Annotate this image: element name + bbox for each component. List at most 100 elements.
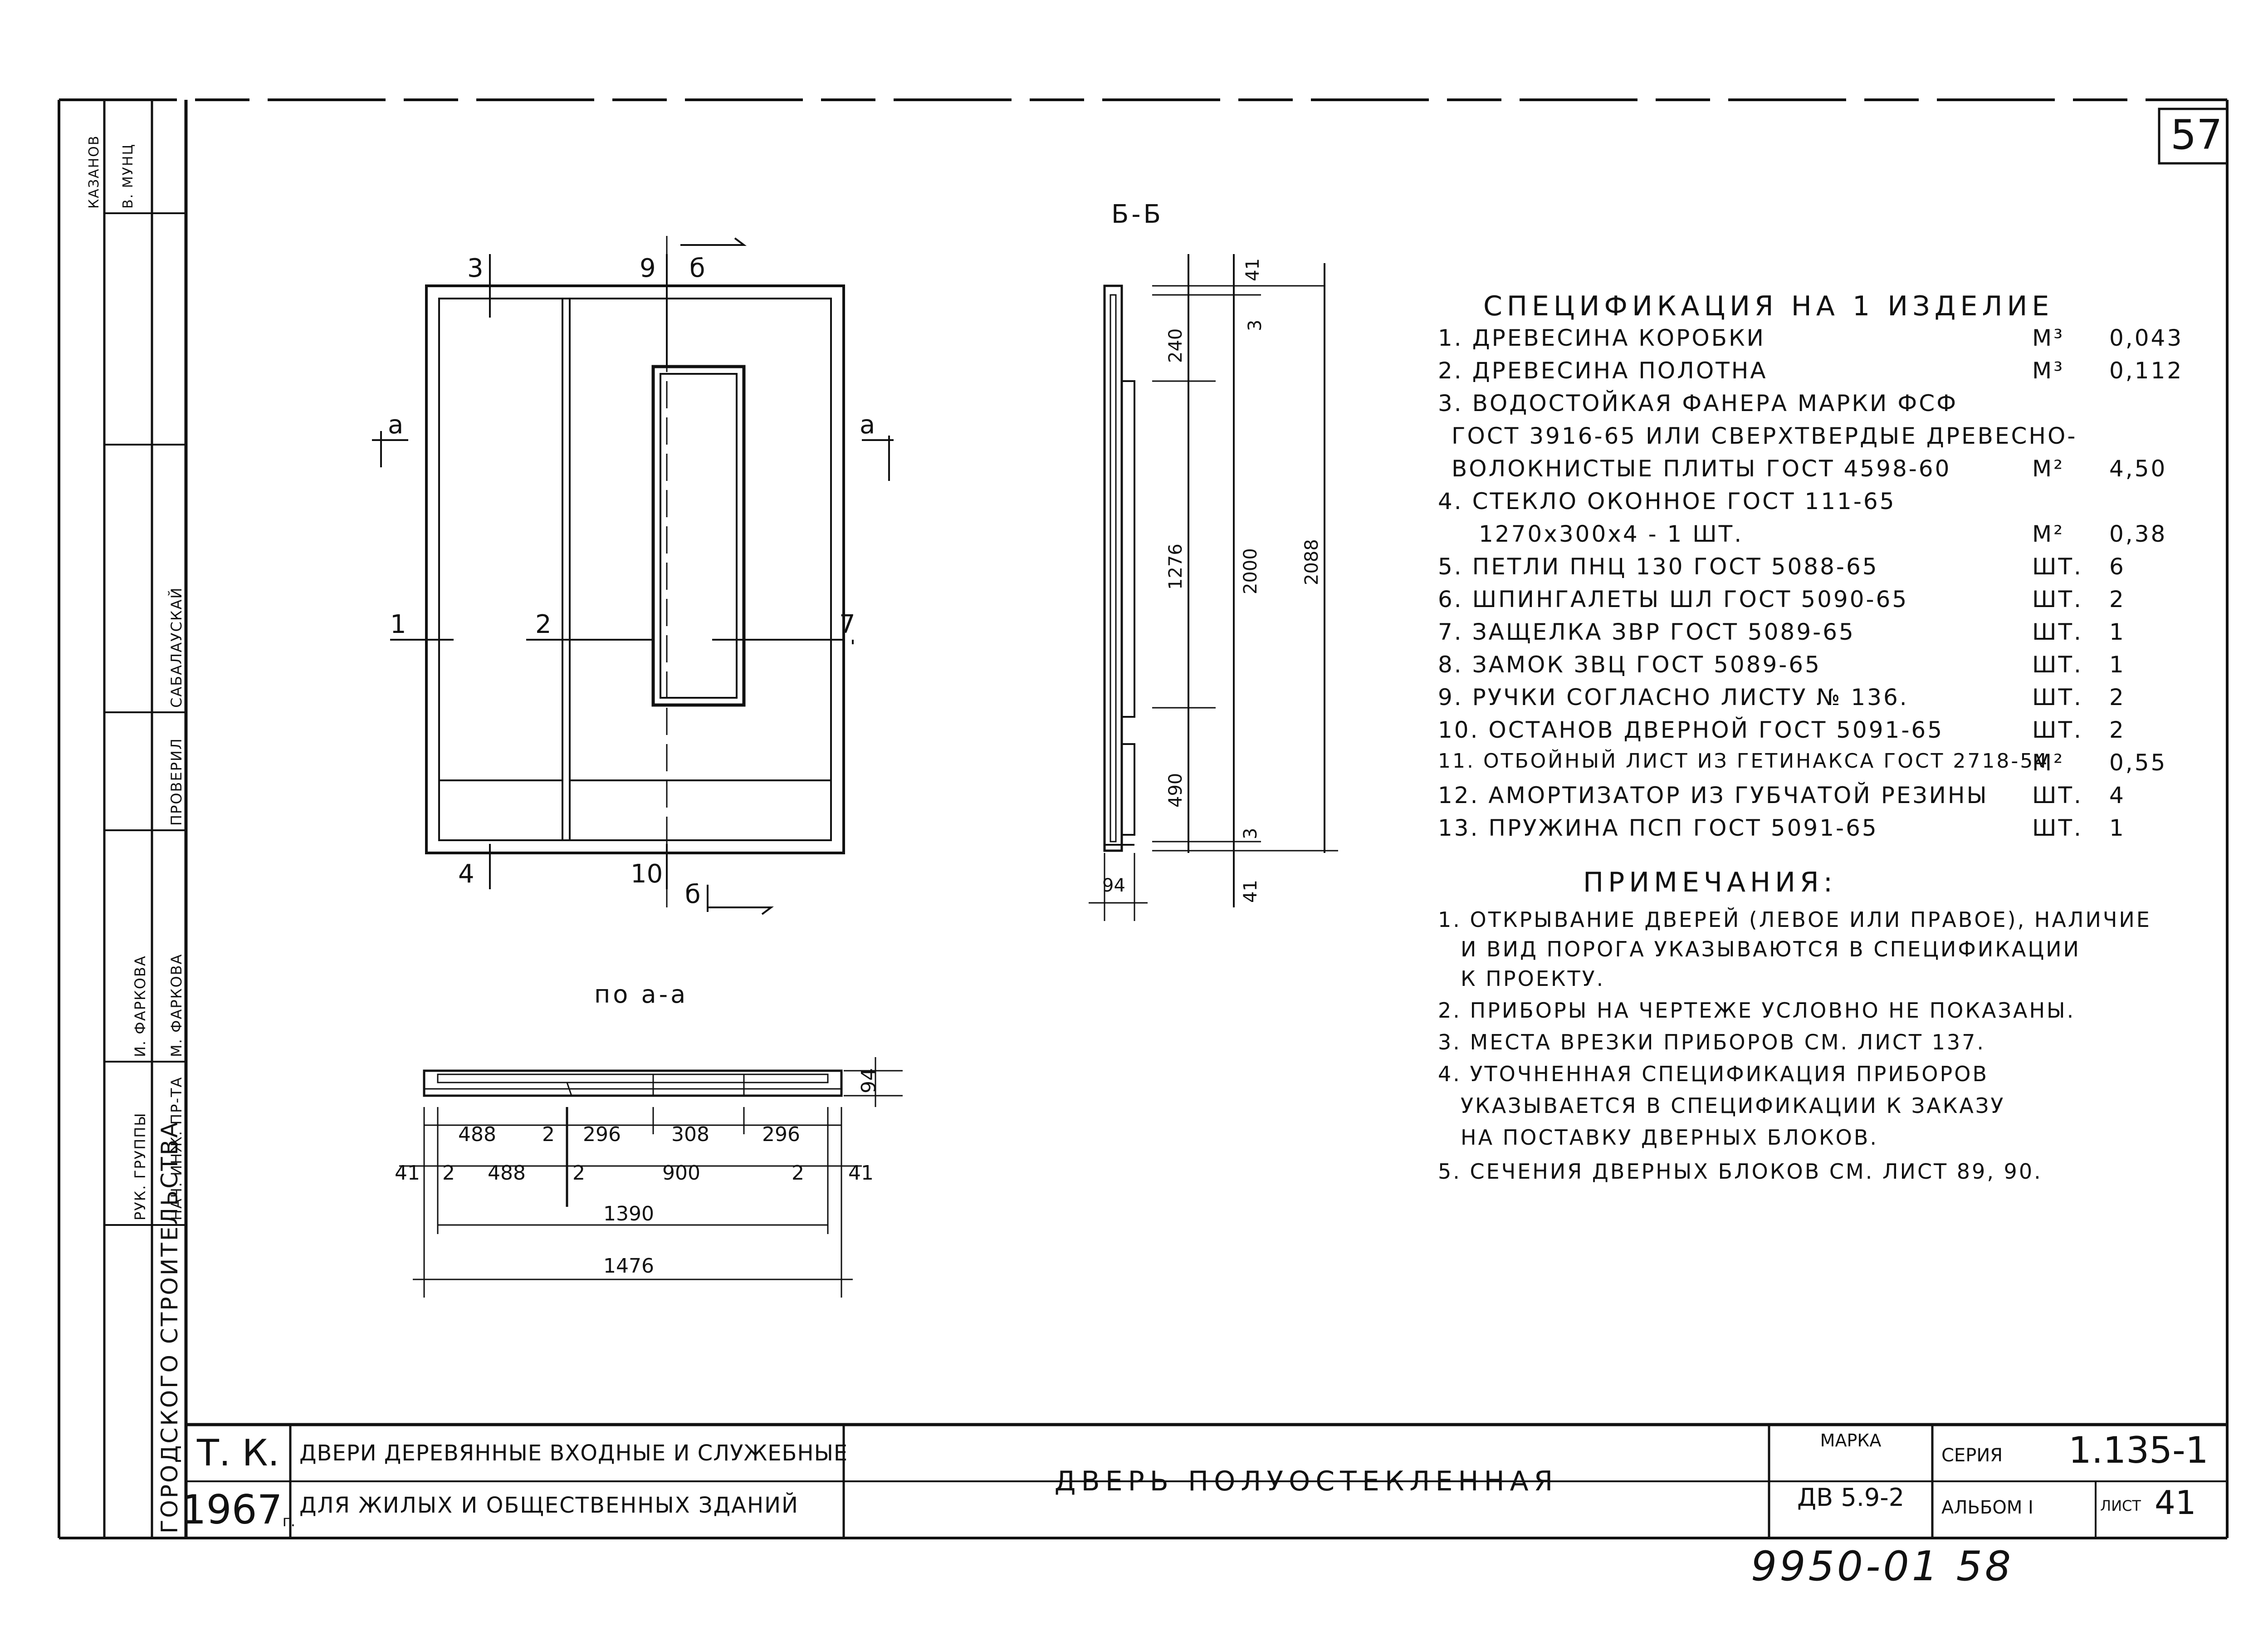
plan-dim-r2-5: 2: [792, 1161, 804, 1185]
note-line: 5. СЕЧЕНИЯ ДВЕРНЫХ БЛОКОВ СМ. ЛИСТ 89, 9…: [1438, 1159, 2043, 1184]
elev-label-7: 7: [839, 610, 855, 639]
spec-row: 7. ЗАЩЕЛКА ЗВР ГОСТ 5089-65 ШТ. 1: [1438, 619, 2182, 652]
spec-item-name: 7. ЗАЩЕЛКА ЗВР ГОСТ 5089-65: [1438, 619, 1855, 645]
elev-label-3: 3: [467, 254, 484, 283]
series-title-line-1: ДВЕРИ ДЕРЕВЯННЫЕ ВХОДНЫЕ И СЛУЖЕБНЫЕ: [299, 1440, 848, 1466]
sect-dim-490: 490: [1165, 773, 1186, 808]
spec-item-unit: М²: [2032, 456, 2065, 482]
note-line: НА ПОСТАВКУ ДВЕРНЫХ БЛОКОВ.: [1461, 1125, 1879, 1150]
spec-item-name: 3. ВОДОСТОЙКАЯ ФАНЕРА МАРКИ ФСФ: [1438, 390, 1958, 416]
spec-item-unit: М²: [2032, 750, 2065, 776]
spec-row: 4. СТЕКЛО ОКОННОЕ ГОСТ 111-65: [1438, 488, 2182, 521]
spec-item-qty: 2: [2109, 586, 2126, 612]
plan-dim-94: 94: [857, 1068, 880, 1093]
elev-label-9: 9: [640, 254, 656, 283]
inventory-number: 9950-01 58: [1751, 1543, 2014, 1590]
elev-label-b-bottom: б: [685, 880, 701, 909]
spec-item-unit: М³: [2032, 325, 2065, 351]
sheet-title: ДВЕРЬ ПОЛУОСТЕКЛЕННАЯ: [1054, 1465, 1559, 1497]
elev-label-a-right: а: [860, 410, 875, 440]
spec-item-unit: ШТ.: [2032, 717, 2083, 743]
note-line: 2. ПРИБОРЫ НА ЧЕРТЕЖЕ УСЛОВНО НЕ ПОКАЗАН…: [1438, 998, 2076, 1023]
note-line: 1. ОТКРЫВАНИЕ ДВЕРЕЙ (ЛЕВОЕ ИЛИ ПРАВОЕ),…: [1438, 907, 2151, 932]
sect-dim-41-bottom: 41: [1240, 880, 1261, 903]
spec-item-unit: ШТ.: [2032, 782, 2083, 808]
page-number: 57: [2170, 111, 2223, 159]
note-line: 4. УТОЧНЕННАЯ СПЕЦИФИКАЦИЯ ПРИБОРОВ: [1438, 1062, 1989, 1086]
spec-item-unit: ШТ.: [2032, 815, 2083, 841]
spec-item-qty: 0,38: [2109, 521, 2167, 547]
sect-dim-3: 3: [1245, 320, 1266, 331]
spec-item-name: 12. АМОРТИЗАТОР ИЗ ГУБЧАТОЙ РЕЗИНЫ: [1438, 782, 1989, 808]
spec-item-qty: 6: [2109, 554, 2126, 580]
sect-dim-2088: 2088: [1301, 539, 1322, 585]
spec-row: 3. ВОДОСТОЙКАЯ ФАНЕРА МАРКИ ФСФ: [1438, 390, 2182, 423]
marka-label: МАРКА: [1820, 1431, 1882, 1450]
spec-item-qty: 4,50: [2109, 456, 2167, 482]
side-stamp-name: КАЗАНОВ: [86, 135, 102, 209]
spec-item-qty: 0,112: [2109, 358, 2184, 384]
title-block-year-suffix: г.: [282, 1512, 296, 1530]
plan-dim-r2-2: 488: [488, 1161, 526, 1185]
spec-item-unit: ШТ.: [2032, 619, 2083, 645]
spec-row: ГОСТ 3916-65 ИЛИ СВЕРХТВЕРДЫЕ ДРЕВЕСНО-: [1452, 423, 2195, 456]
elev-label-10: 10: [631, 859, 663, 889]
spec-row: 12. АМОРТИЗАТОР ИЗ ГУБЧАТОЙ РЕЗИНЫ ШТ. 4: [1438, 782, 2182, 815]
sect-dim-240: 240: [1165, 328, 1186, 363]
specification: СПЕЦИФИКАЦИЯ НА 1 ИЗДЕЛИЕ 1. ДРЕВЕСИНА К…: [1438, 290, 2200, 844]
section-label: Б-Б: [1111, 200, 1164, 229]
plan-dim-r1-4: 296: [762, 1123, 800, 1146]
seria-label: СЕРИЯ: [1941, 1445, 2003, 1466]
spec-item-qty: 0,55: [2109, 750, 2167, 776]
elevation-caption: по а-а: [594, 980, 689, 1009]
spec-item-qty: 4: [2109, 782, 2126, 808]
spec-row: 1. ДРЕВЕСИНА КОРОБКИ М³ 0,043: [1438, 325, 2182, 358]
marka-value: ДВ 5.9-2: [1797, 1483, 1905, 1512]
plan-dim-r2-3: 2: [572, 1161, 585, 1185]
sect-dim-1276: 1276: [1165, 544, 1186, 590]
plan-dim-r2-1: 2: [442, 1161, 455, 1185]
spec-item-unit: ШТ.: [2032, 586, 2083, 612]
plan-dim-r1-2: 296: [583, 1123, 621, 1146]
plan-dim-1390: 1390: [603, 1202, 654, 1225]
title-block-tk: Т. К.: [197, 1432, 279, 1474]
spec-item-qty: 1: [2109, 652, 2126, 678]
elev-label-4: 4: [458, 859, 474, 889]
side-stamp-name: САБАЛАУСКАЙ: [168, 587, 185, 708]
sect-dim-94: 94: [1102, 875, 1125, 896]
plan-dim-r2-4: 900: [662, 1161, 700, 1185]
spec-item-name: 1. ДРЕВЕСИНА КОРОБКИ: [1438, 325, 1765, 351]
spec-item-name: 13. ПРУЖИНА ПСП ГОСТ 5091-65: [1438, 815, 1878, 841]
notes-title: ПРИМЕЧАНИЯ:: [1583, 867, 1837, 898]
spec-row: ВОЛОКНИСТЫЕ ПЛИТЫ ГОСТ 4598-60 М² 4,50: [1452, 456, 2195, 488]
spec-item-name: 11. ОТБОЙНЫЙ ЛИСТ ИЗ ГЕТИНАКСА ГОСТ 2718…: [1438, 750, 2049, 773]
spec-item-qty: 0,043: [2109, 325, 2184, 351]
spec-item-name: 10. ОСТАНОВ ДВЕРНОЙ ГОСТ 5091-65: [1438, 717, 1944, 743]
spec-item-name: 8. ЗАМОК ЗВЦ ГОСТ 5089-65: [1438, 652, 1821, 678]
spec-item-qty: 1: [2109, 619, 2126, 645]
side-stamp-role: РУК. ГРУППЫ: [132, 1112, 149, 1220]
plan-dim-r1-1: 2: [542, 1123, 555, 1146]
list-value: 41: [2155, 1484, 2196, 1522]
side-stamp-role: НАЧ. ИНЖ. ПР-ТА: [168, 1076, 185, 1220]
note-line: К ПРОЕКТУ.: [1461, 966, 1605, 991]
spec-item-name: ГОСТ 3916-65 ИЛИ СВЕРХТВЕРДЫЕ ДРЕВЕСНО-: [1452, 423, 2077, 449]
plan-dim-r2-6: 41: [848, 1161, 874, 1185]
notes: ПРИМЕЧАНИЯ: 1. ОТКРЫВАНИЕ ДВЕРЕЙ (ЛЕВОЕ …: [1438, 867, 2209, 1202]
spec-title: СПЕЦИФИКАЦИЯ НА 1 ИЗДЕЛИЕ: [1483, 290, 2054, 322]
elev-label-1: 1: [390, 610, 406, 639]
spec-item-name: 1270x300x4 - 1 ШТ.: [1479, 521, 1744, 547]
spec-item-qty: 2: [2109, 684, 2126, 710]
spec-item-qty: 1: [2109, 815, 2126, 841]
spec-item-name: ВОЛОКНИСТЫЕ ПЛИТЫ ГОСТ 4598-60: [1452, 456, 1951, 482]
spec-item-unit: ШТ.: [2032, 684, 2083, 710]
spec-item-name: 5. ПЕТЛИ ПНЦ 130 ГОСТ 5088-65: [1438, 554, 1879, 580]
elev-label-2: 2: [535, 610, 552, 639]
